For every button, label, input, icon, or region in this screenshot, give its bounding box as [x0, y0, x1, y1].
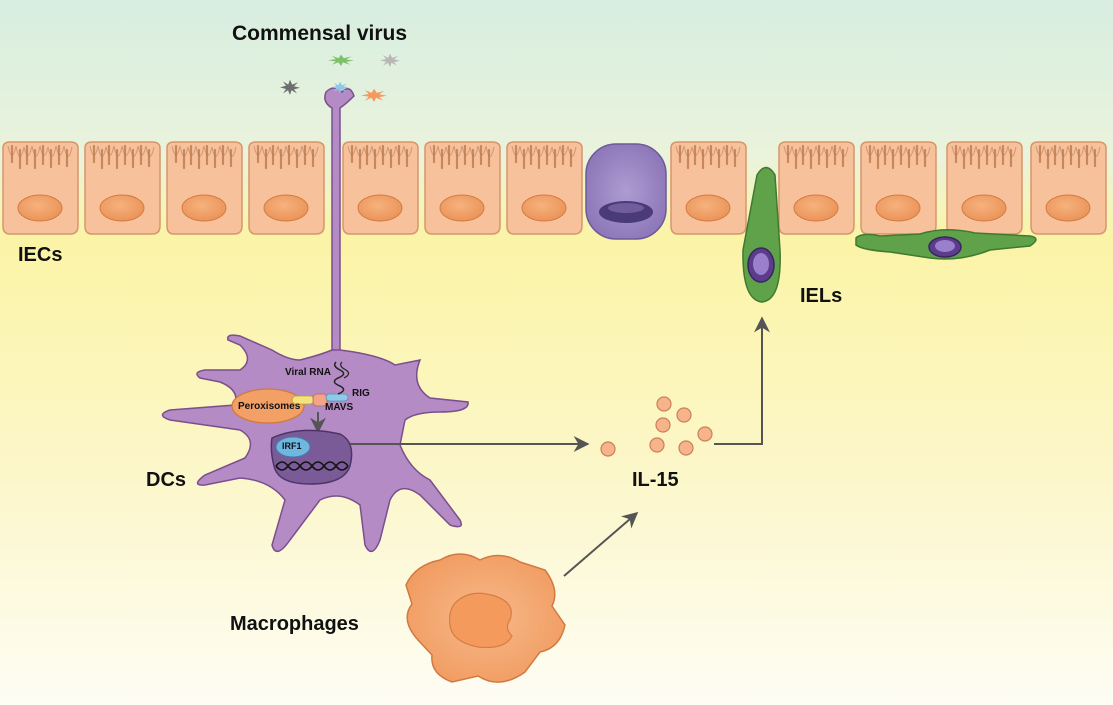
iel-cell-vertical [742, 166, 781, 303]
epithelial-cell [165, 140, 244, 236]
epithelial-cell [945, 140, 1024, 236]
epithelial-cell [83, 140, 162, 236]
arrow-macrophage-to-il15 [563, 511, 639, 577]
il15-particles [600, 396, 713, 457]
epithelial-cell [859, 140, 938, 236]
iels-label: IELs [800, 285, 843, 307]
macrophage-cell [405, 553, 566, 683]
dcs-label: DCs [146, 469, 187, 491]
iel-cell-horizontal [855, 229, 1037, 260]
epithelial-cell [669, 140, 748, 236]
goblet-cell [585, 143, 667, 240]
macrophages-label: Macrophages [230, 613, 359, 635]
iecs-label: IECs [18, 244, 63, 266]
rig-label: RIG [352, 388, 370, 399]
il15-label: IL-15 [632, 469, 679, 491]
peroxisome-organelle [231, 388, 305, 424]
arrow-il15-to-iel [714, 316, 770, 445]
epithelial-cell [247, 140, 326, 236]
irf1-label: IRF1 [282, 441, 302, 451]
peroxisomes-label: Peroxisomes [238, 401, 301, 412]
mavs-label: MAVS [325, 402, 354, 413]
epithelial-cell [777, 140, 856, 236]
dc-nucleus [270, 429, 353, 485]
epithelial-cell [505, 140, 584, 236]
signaling-components [291, 361, 350, 407]
epithelial-cell [341, 140, 420, 236]
viral-rna-label: Viral RNA [285, 367, 331, 378]
commensal-virus-label: Commensal virus [232, 22, 408, 45]
epithelial-cell [1029, 140, 1108, 236]
viral-rna-strand [333, 361, 345, 395]
epithelial-cell [423, 140, 502, 236]
epithelial-cell [1, 140, 80, 236]
